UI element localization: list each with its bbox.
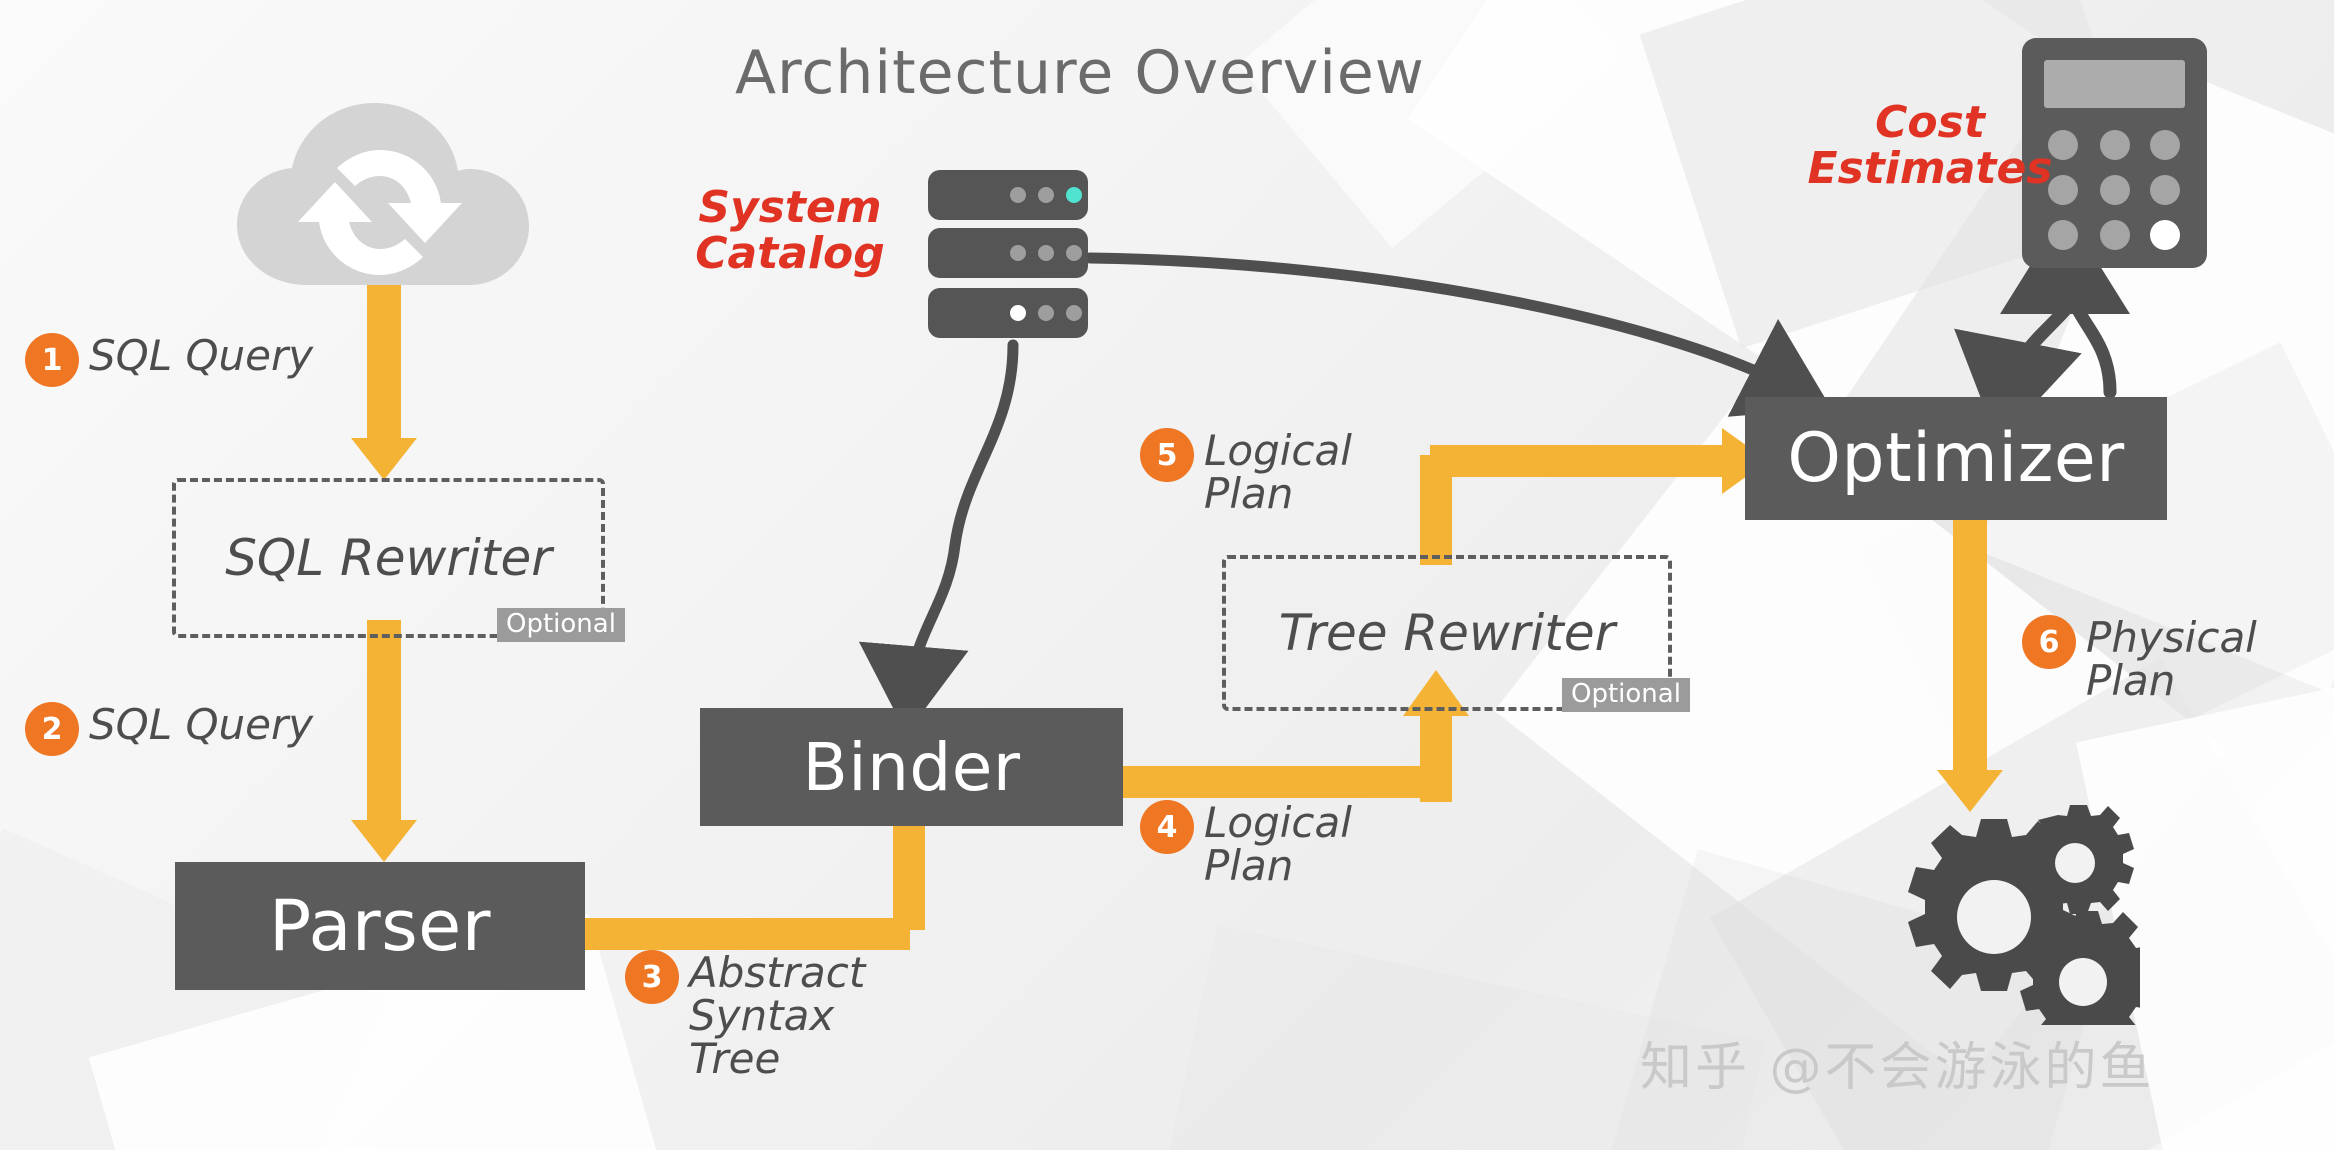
node-tree-rewriter[interactable]: Tree Rewriter — [1222, 555, 1672, 711]
server-led-highlight — [1010, 305, 1026, 321]
server-led — [1038, 187, 1054, 203]
server-led-active — [1066, 187, 1082, 203]
cloud-sync-icon — [215, 95, 545, 295]
server-led — [1010, 245, 1026, 261]
server-led — [1066, 305, 1082, 321]
node-parser[interactable]: Parser — [175, 862, 585, 990]
watermark: 知乎 @不会游泳的鱼 — [1640, 1038, 2155, 1098]
node-parser-label: Parser — [268, 885, 492, 967]
step-3-label: Abstract Syntax Tree — [689, 948, 866, 1083]
node-binder[interactable]: Binder — [700, 708, 1123, 826]
server-led — [1010, 187, 1026, 203]
step-2-label: SQL Query — [89, 700, 314, 749]
page-title: Architecture Overview — [735, 38, 1425, 108]
node-tree-rewriter-label: Tree Rewriter — [1278, 604, 1616, 662]
step-1-label: SQL Query — [89, 331, 314, 380]
node-binder-label: Binder — [802, 728, 1021, 806]
node-optimizer-label: Optimizer — [1787, 419, 2125, 498]
step-6-badge: 6 — [2022, 615, 2076, 669]
system-catalog-label: System Catalog — [695, 182, 885, 280]
tree-rewriter-optional-badge: Optional — [1562, 678, 1690, 712]
server-led — [1038, 305, 1054, 321]
step-6-label: Physical Plan — [2086, 613, 2257, 705]
cost-estimates-label: Cost Estimates — [1807, 97, 2053, 195]
calculator-screen — [2044, 60, 2185, 108]
step-4-badge: 4 — [1140, 800, 1194, 854]
node-optimizer[interactable]: Optimizer — [1745, 397, 2167, 520]
calculator-icon — [2022, 38, 2207, 268]
step-4: 4 Logical Plan — [1140, 800, 1352, 888]
sql-rewriter-optional-badge: Optional — [497, 608, 625, 642]
node-sql-rewriter[interactable]: SQL Rewriter — [172, 478, 605, 638]
step-3-badge: 3 — [625, 950, 679, 1004]
gears-icon — [1850, 805, 2155, 1046]
step-4-label: Logical Plan — [1204, 798, 1352, 890]
step-5-label: Logical Plan — [1204, 426, 1352, 518]
node-sql-rewriter-label: SQL Rewriter — [225, 529, 552, 587]
server-led — [1038, 245, 1054, 261]
step-2: 2 SQL Query — [25, 702, 313, 756]
step-3: 3 Abstract Syntax Tree — [625, 950, 865, 1080]
server-led — [1066, 245, 1082, 261]
step-5: 5 Logical Plan — [1140, 428, 1352, 516]
step-5-badge: 5 — [1140, 428, 1194, 482]
step-1-badge: 1 — [25, 333, 79, 387]
step-2-badge: 2 — [25, 702, 79, 756]
step-1: 1 SQL Query — [25, 333, 313, 387]
step-6: 6 Physical Plan — [2022, 615, 2257, 703]
